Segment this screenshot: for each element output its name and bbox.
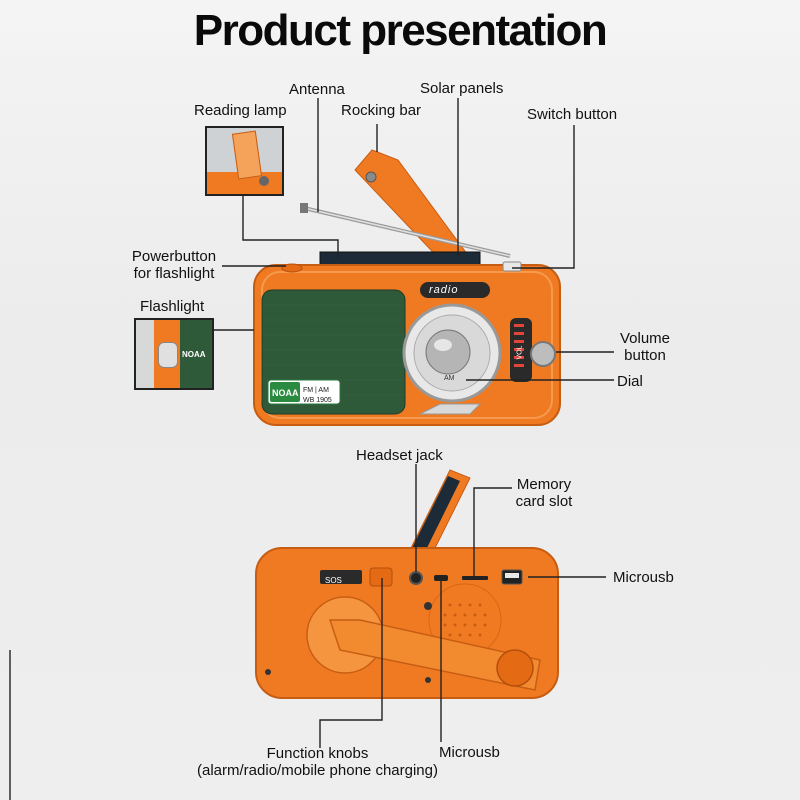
flashlight-inset-noaa: NOAA <box>182 350 206 359</box>
sos-text: SOS <box>325 576 342 585</box>
wb-text: WB 1905 <box>303 397 332 404</box>
label-memory-line1: Memory <box>516 476 572 493</box>
label-function-line2: (alarm/radio/mobile phone charging) <box>197 762 438 779</box>
label-memory-card-slot: Memory card slot <box>512 476 576 510</box>
label-switch-button: Switch button <box>527 106 618 123</box>
function-knob-panel <box>320 570 362 584</box>
volume-knob <box>530 341 556 367</box>
label-volume-line2: button <box>624 347 666 364</box>
flashlight-inset: NOAA <box>134 318 214 390</box>
am-text: AM <box>444 375 455 382</box>
label-function-line1: Function knobs <box>266 745 369 762</box>
switch-button <box>502 261 522 272</box>
vol-text: VOL <box>516 345 524 360</box>
fm-am-text: FM | AM <box>303 387 329 394</box>
label-dial: Dial <box>617 373 643 390</box>
reading-lamp-inset <box>205 126 284 196</box>
label-function-knobs: Function knobs (alarm/radio/mobile phone… <box>190 745 445 779</box>
label-rocking-bar: Rocking bar <box>341 102 422 119</box>
label-memory-line2: card slot <box>515 493 573 510</box>
label-headset-jack: Headset jack <box>356 447 443 464</box>
microusb-port-bottom <box>434 575 448 581</box>
radio-badge <box>420 282 490 298</box>
label-microusb-bottom: Microusb <box>439 744 500 761</box>
label-flashlight: Flashlight <box>140 298 205 315</box>
memory-card-slot-port <box>462 576 488 580</box>
label-solar-panels: Solar panels <box>420 80 504 97</box>
label-volume-line1: Volume <box>619 330 671 347</box>
antenna <box>300 203 511 258</box>
flashlight-power-button <box>281 263 303 273</box>
label-antenna: Antenna <box>289 81 345 98</box>
front-radio-body <box>253 264 561 426</box>
page-title: Product presentation <box>193 6 608 55</box>
label-powerbutton: Powerbutton for flashlight <box>126 248 222 282</box>
label-microusb-right: Microusb <box>613 569 674 586</box>
radio-badge-text: radio <box>429 284 459 296</box>
rocking-bar-handle <box>354 149 471 269</box>
headset-jack-port <box>409 571 423 585</box>
label-powerbutton-line1: Powerbutton <box>131 248 217 265</box>
label-reading-lamp: Reading lamp <box>194 102 287 119</box>
noaa-text: NOAA <box>272 388 299 398</box>
label-volume-button: Volume button <box>612 330 678 364</box>
label-powerbutton-line2: for flashlight <box>133 265 215 282</box>
back-radio-body <box>255 547 559 699</box>
